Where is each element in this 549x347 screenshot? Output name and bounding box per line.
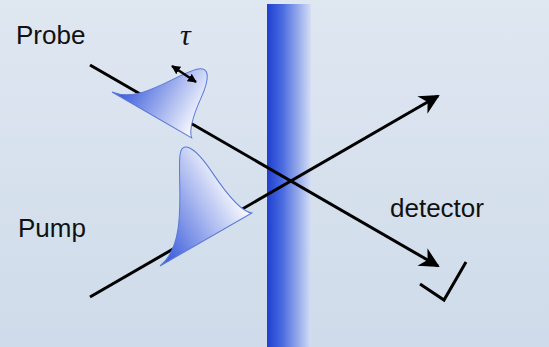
delay-symbol: τ [180,20,191,50]
pump-pulse [115,134,252,266]
pump-label: Pump [18,215,86,241]
delay-arrow [172,66,196,82]
probe-label: Probe [16,22,85,48]
detector-symbol [420,262,466,300]
pump-beam [90,96,438,297]
detector-label: detector [390,195,484,221]
sample-slab [267,4,311,347]
probe-pulse [112,35,224,138]
